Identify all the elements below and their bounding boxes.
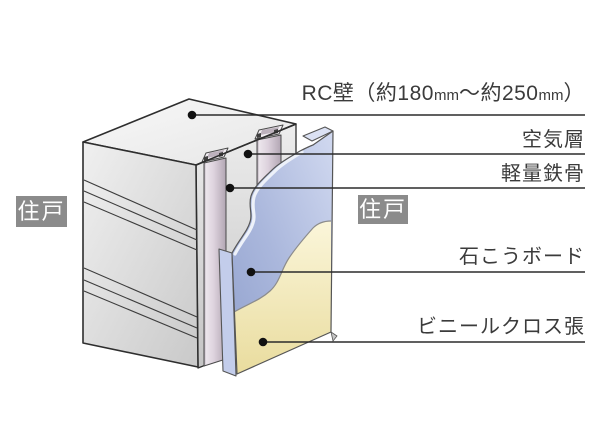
dot-steel — [225, 183, 235, 193]
vinyl-boundary-line — [233, 220, 332, 313]
rc-wall-mm-unit: mm — [538, 87, 564, 104]
callout-lines — [192, 114, 585, 343]
dot-air-layer — [243, 149, 253, 159]
rc-wall-mm-unit: mm — [433, 87, 459, 104]
callout-label-rc-wall: RC壁（約180mm〜約250mm） — [302, 82, 585, 106]
unit-badge-left: 住戸 — [16, 196, 67, 227]
rc-wall-label-text: ） — [563, 82, 585, 105]
gypsum-board — [218, 126, 338, 377]
unit-badge-right: 住戸 — [358, 195, 408, 224]
rc-wall-label-text: RC壁（約180 — [301, 82, 434, 105]
dot-gypsum — [246, 267, 256, 277]
concrete-hatch-lines — [83, 179, 198, 339]
concrete-front-face — [82, 141, 199, 368]
callout-label-light-steel: 軽量鉄骨 — [501, 163, 585, 185]
board-left-edge — [218, 248, 237, 377]
steel-stud-front — [201, 147, 229, 367]
callout-dots — [187, 110, 268, 347]
dot-vinyl — [258, 337, 268, 347]
rc-wall-label-text: 〜約250 — [458, 82, 539, 105]
callout-label-gypsum-board: 石こうボード — [459, 246, 585, 268]
callout-label-air-layer: 空気層 — [522, 129, 585, 151]
board-corner-sliver — [330, 331, 338, 342]
dot-rc-wall — [187, 110, 197, 120]
torn-edge-highlight — [233, 150, 304, 256]
vinyl-face — [234, 221, 331, 374]
callout-label-vinyl-cloth: ビニールクロス張 — [417, 316, 585, 338]
board-outline — [231, 130, 334, 375]
